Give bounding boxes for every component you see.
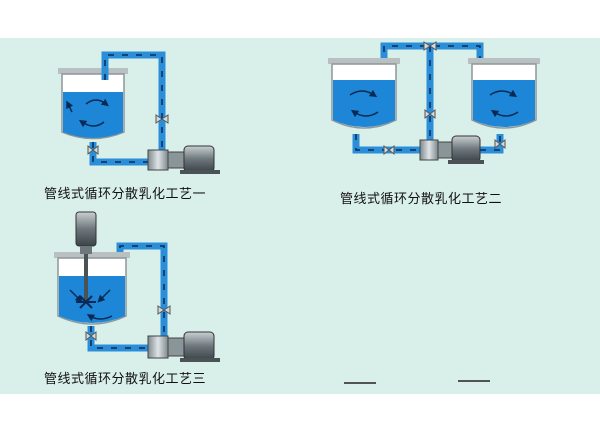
emulsifying-pump-1 bbox=[147, 145, 220, 174]
valve-icon bbox=[157, 305, 171, 315]
process-2-diagram bbox=[328, 41, 540, 164]
tank-2-left bbox=[328, 58, 400, 129]
decorative-marks bbox=[344, 380, 490, 384]
emulsifying-pump-2 bbox=[419, 135, 484, 164]
feed-pipe-1 bbox=[89, 142, 150, 166]
valve-icon bbox=[494, 138, 506, 150]
feed-pipe-3 bbox=[87, 326, 150, 352]
valve-icon bbox=[424, 108, 436, 120]
tank-2-right bbox=[468, 58, 540, 129]
process-3-caption: 管线式循环分散乳化工艺三 bbox=[44, 372, 207, 387]
process-2-caption: 管线式循环分散乳化工艺二 bbox=[340, 192, 503, 207]
process-3-diagram bbox=[54, 211, 220, 362]
tank-1 bbox=[58, 68, 128, 140]
valve-icon bbox=[423, 41, 437, 51]
tank-3 bbox=[54, 252, 130, 325]
valve-icon bbox=[87, 144, 99, 156]
valve-icon bbox=[383, 144, 395, 156]
emulsifying-pump-3 bbox=[147, 331, 220, 362]
process-1-diagram bbox=[58, 51, 220, 174]
valve-icon bbox=[85, 330, 97, 342]
valve-icon bbox=[155, 114, 169, 124]
process-1-caption: 管线式循环分散乳化工艺一 bbox=[44, 187, 207, 202]
